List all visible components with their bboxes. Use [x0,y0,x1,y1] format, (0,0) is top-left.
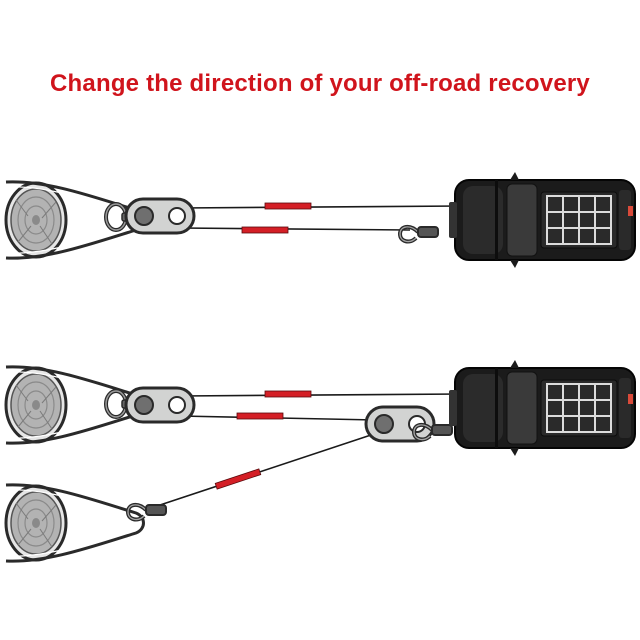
scene-redirected-pull [4,359,636,563]
strap-marker [214,468,262,490]
page-title: Change the direction of your off-road re… [50,70,590,97]
recovery-hook-icon [398,224,440,244]
tree-trunk-icon [4,484,68,562]
winch-line-upper [179,393,463,397]
tree-trunk-icon [4,366,68,444]
redirect-line [159,431,381,506]
suv-top-view-icon [448,359,636,457]
strap-marker [264,202,312,210]
strap-marker [236,412,284,420]
snatch-block-icon [124,197,196,235]
snatch-block-icon [124,386,196,424]
strap-marker [241,226,289,234]
tree-trunk-icon [4,181,68,259]
scene-direct-pull [4,171,636,269]
winch-line-upper [179,205,463,209]
winch-line-lower [179,227,411,231]
strap-marker [264,390,312,398]
suv-top-view-icon [448,171,636,269]
